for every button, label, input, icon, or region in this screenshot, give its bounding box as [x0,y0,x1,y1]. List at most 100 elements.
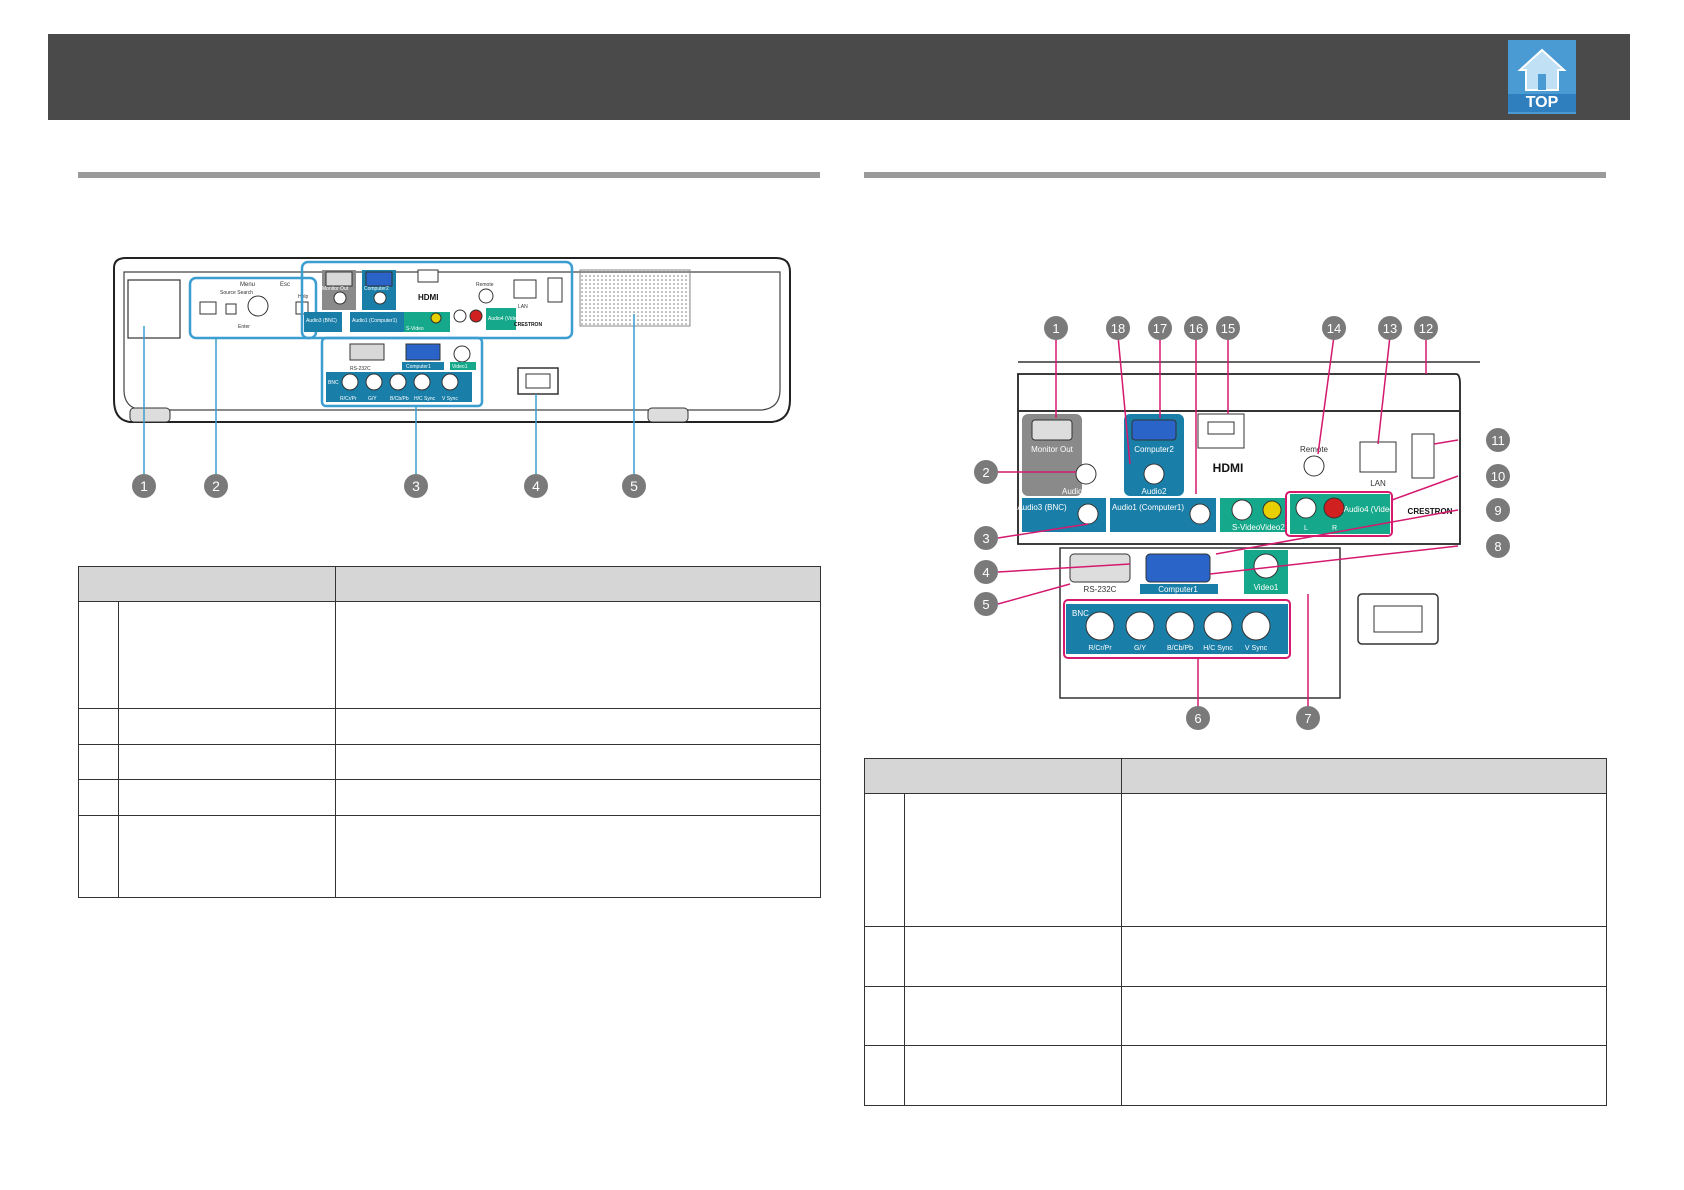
svg-text:HDMI: HDMI [418,293,438,302]
svg-text:S-Video: S-Video [1232,523,1261,532]
left-callouts: 1 2 3 4 5 [132,474,646,498]
left-section-rule [78,172,820,178]
left-foot [129,407,171,423]
callout-1 [132,474,156,498]
svg-text:Video1: Video1 [452,364,468,370]
svg-text:Computer1: Computer1 [1158,585,1198,594]
enter-button [247,295,269,317]
lamp-cover [127,279,181,339]
right-table-header-function [1121,758,1607,794]
svg-text:14: 14 [1327,321,1341,336]
right-foot [647,407,689,423]
svg-text:Remote: Remote [476,282,494,288]
callout-4 [524,474,548,498]
callout-3 [404,474,428,498]
svg-text:Audio2: Audio2 [1142,487,1167,496]
svg-text:Audio3 (BNC): Audio3 (BNC) [306,318,337,324]
power-inlet [517,367,559,395]
svg-text:9: 9 [1494,503,1501,518]
svg-text:S-Video: S-Video [406,326,424,332]
svg-text:L: L [1304,525,1308,532]
svg-text:V Sync: V Sync [1245,645,1268,652]
svg-text:7: 7 [1304,711,1311,726]
remote-port [478,288,494,304]
svg-text:Audio4 (Video): Audio4 (Video) [488,316,521,322]
svg-text:G/Y: G/Y [368,396,377,402]
svg-text:HDMI: HDMI [1213,461,1244,475]
lan-port [513,279,537,299]
svg-text:3: 3 [982,531,989,546]
projector-rear-figure: Menu Esc Source Search Help Enter Monito… [113,257,791,498]
svg-text:18: 18 [1111,321,1125,336]
svg-text:LAN: LAN [518,304,528,310]
hdmi-port [417,269,439,283]
svg-text:2: 2 [982,465,989,480]
svg-text:1: 1 [1052,321,1059,336]
svg-text:4: 4 [532,478,540,494]
svg-text:Remote: Remote [1300,445,1329,454]
svg-text:Computer2: Computer2 [1134,445,1174,454]
svg-text:2: 2 [212,478,220,494]
svg-text:16: 16 [1189,321,1203,336]
svg-text:Audio3 (BNC): Audio3 (BNC) [1017,503,1067,512]
left-table-header-name [78,566,336,602]
svg-text:R/Cr/Pr: R/Cr/Pr [340,396,357,402]
svg-text:11: 11 [1491,433,1505,448]
svg-text:Audio1 (Computer1): Audio1 (Computer1) [1112,503,1184,512]
svg-text:3: 3 [412,478,420,494]
svg-text:13: 13 [1383,321,1397,336]
svg-text:Enter: Enter [238,324,250,330]
right-section-rule [864,172,1606,178]
callout-5 [622,474,646,498]
svg-text:Esc: Esc [280,282,290,288]
svg-text:Source Search: Source Search [220,290,253,296]
source-search-button [225,303,237,315]
top-button-label: TOP [1508,94,1576,112]
svg-text:H/C Sync: H/C Sync [414,396,436,402]
svg-text:LAN: LAN [1370,479,1386,488]
svg-text:H/C Sync: H/C Sync [1203,645,1233,652]
interface-ports-figure: Monitor Out Audio Out Computer2 Audio2 H… [974,316,1510,730]
top-button[interactable]: TOP [1508,40,1576,114]
svg-text:G/Y: G/Y [1134,645,1146,652]
right-table [864,758,1607,1106]
callout-2 [204,474,228,498]
svg-text:CRESTRON: CRESTRON [514,322,542,328]
svg-text:5: 5 [982,597,989,612]
svg-text:Monitor Out: Monitor Out [322,286,349,292]
home-icon [1517,48,1567,91]
power-button [199,301,217,315]
svg-text:15: 15 [1221,321,1235,336]
svg-text:Video2: Video2 [1260,523,1285,532]
svg-text:8: 8 [1494,539,1501,554]
svg-text:1: 1 [140,478,148,494]
svg-text:Help: Help [298,294,309,300]
svg-text:BNC: BNC [328,380,339,386]
svg-text:Computer2: Computer2 [364,286,389,292]
svg-text:V Sync: V Sync [442,396,458,402]
svg-text:Audio1 (Computer1): Audio1 (Computer1) [352,318,397,324]
svg-text:6: 6 [1194,711,1201,726]
svg-text:R/Cr/Pr: R/Cr/Pr [1088,645,1112,652]
svg-text:Computer1: Computer1 [406,364,431,370]
left-table-header-function [335,566,821,602]
svg-text:5: 5 [630,478,638,494]
left-table [78,566,821,898]
svg-text:CRESTRON: CRESTRON [1408,507,1453,516]
speaker-grille [579,269,691,327]
svg-text:12: 12 [1419,321,1433,336]
svg-text:R: R [1332,525,1337,532]
svg-text:B/Cb/Pb: B/Cb/Pb [1167,645,1193,652]
svg-text:Audio4 (Video): Audio4 (Video) [1344,505,1397,514]
left-row-num [78,601,119,709]
svg-text:Video1: Video1 [1254,583,1279,592]
lower-connector-outline [320,336,484,408]
svg-text:BNC: BNC [1072,609,1089,618]
svg-text:10: 10 [1491,469,1505,484]
svg-text:17: 17 [1153,321,1167,336]
svg-text:Menu: Menu [240,282,255,288]
svg-text:4: 4 [982,565,989,580]
control-panel-outline [188,276,318,340]
svg-text:B/Cb/Pb: B/Cb/Pb [390,396,409,402]
header-bar: TOP [48,34,1630,120]
